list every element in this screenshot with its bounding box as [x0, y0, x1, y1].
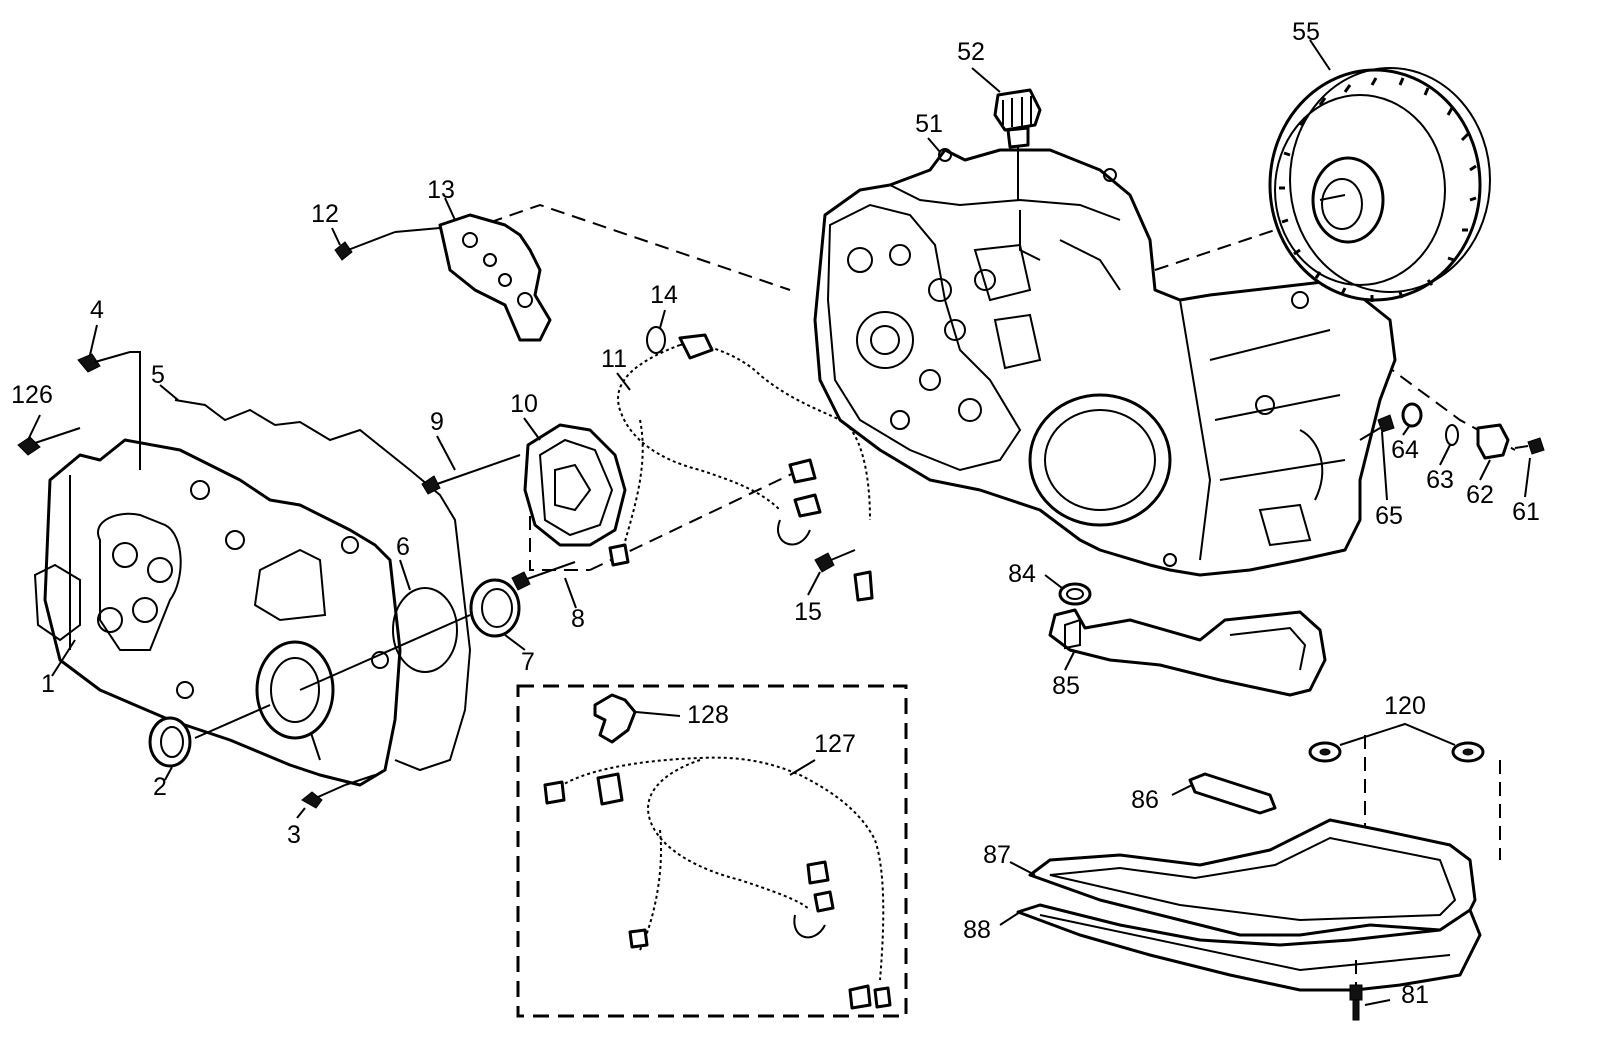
callout-52: 52	[957, 38, 985, 66]
bolt-4	[77, 351, 141, 470]
o-ring-63	[1445, 424, 1459, 446]
callout-7: 7	[521, 648, 535, 676]
callout-65: 65	[1375, 502, 1403, 530]
callout-127: 127	[814, 730, 856, 758]
bolt-81	[1349, 960, 1391, 1021]
side-cover-gasket-5	[174, 399, 472, 772]
bolt-15	[814, 549, 856, 573]
seal-2	[148, 704, 271, 768]
callout-13: 13	[427, 176, 455, 204]
callout-14: 14	[650, 281, 678, 309]
callout-62: 62	[1466, 481, 1494, 509]
bracket-13	[438, 213, 552, 342]
bolt-61	[1514, 437, 1545, 455]
o-ring-6	[392, 587, 458, 673]
bolt-126	[17, 427, 81, 456]
callout-4: 4	[90, 296, 104, 324]
callout-51: 51	[915, 110, 943, 138]
callout-81: 81	[1401, 981, 1429, 1009]
callout-1: 1	[41, 670, 55, 698]
wiring-harness-11	[608, 333, 874, 602]
bolt-12	[334, 227, 441, 261]
callout-85: 85	[1052, 672, 1080, 700]
o-ring-14	[646, 326, 666, 354]
bracket-128	[593, 693, 681, 744]
bolt-65	[1359, 414, 1395, 441]
callout-8: 8	[571, 605, 585, 633]
callout-128: 128	[687, 701, 729, 729]
bolt-3	[301, 774, 376, 809]
callout-3: 3	[287, 821, 301, 849]
torque-converter-55	[1268, 67, 1491, 302]
callout-12: 12	[311, 200, 339, 228]
bracket-86	[1171, 772, 1277, 815]
pan-gasket-87	[1028, 818, 1477, 937]
pump-body-10	[523, 423, 627, 547]
callout-labels: 1 2 3 4 5 6 7 8 9 10 11 12 13 14 15 51 5…	[11, 18, 1540, 1009]
callout-10: 10	[510, 390, 538, 418]
callout-55: 55	[1292, 18, 1320, 46]
bolt-8	[511, 561, 576, 591]
case-side-cover-1	[33, 438, 402, 787]
alternate-harness-box	[516, 684, 908, 1018]
plug-64	[1401, 402, 1423, 428]
filler-cap-52	[971, 67, 1042, 200]
washers-120	[1308, 722, 1485, 763]
callout-84: 84	[1008, 560, 1036, 588]
transmission-case-51	[813, 148, 1397, 577]
leader-lines	[27, 39, 1531, 926]
callout-6: 6	[396, 533, 410, 561]
seal-84	[1058, 582, 1092, 606]
bolt-9	[421, 454, 521, 495]
filter-85	[1048, 608, 1327, 697]
callout-9: 9	[430, 408, 444, 436]
callout-61: 61	[1512, 498, 1540, 526]
converter-fins	[1279, 77, 1477, 302]
callout-126: 126	[11, 381, 53, 409]
callout-5: 5	[151, 361, 165, 389]
seal-7	[299, 578, 521, 691]
callout-87: 87	[983, 841, 1011, 869]
oil-pan-88	[1016, 903, 1482, 992]
wiring-harness-127	[543, 756, 892, 1010]
sensor-62	[1476, 423, 1510, 460]
callout-63: 63	[1426, 466, 1454, 494]
callout-86: 86	[1131, 786, 1159, 814]
callout-120: 120	[1384, 692, 1426, 720]
callout-15: 15	[794, 598, 822, 626]
callout-11: 11	[601, 345, 627, 373]
callout-2: 2	[153, 773, 167, 801]
callout-64: 64	[1391, 436, 1419, 464]
callout-88: 88	[963, 916, 991, 944]
